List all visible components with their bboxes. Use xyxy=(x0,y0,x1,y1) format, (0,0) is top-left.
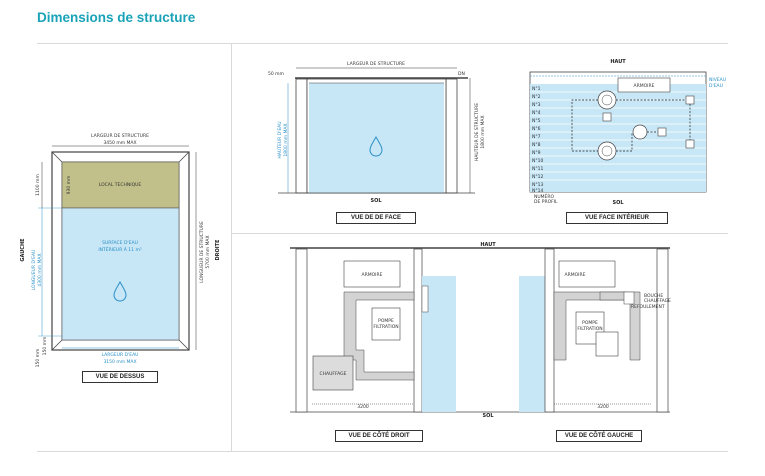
front-structure-height-1: HAUTEUR DE STRUCTURE xyxy=(474,103,480,161)
interior-row-4: N°4 xyxy=(532,110,541,116)
interior-water-level-2: D'EAU xyxy=(709,83,723,89)
right-cabinet-label: ARMOIRE xyxy=(362,272,383,278)
water-surface-label-2: INTÉRIEUR À 11 m² xyxy=(98,245,141,253)
dim-150-a: 150 mm xyxy=(42,337,48,356)
front-width-title: LARGEUR DE STRUCTURE xyxy=(347,61,405,67)
interior-row-11: N°11 xyxy=(532,166,543,172)
right-dim-label: 3200 xyxy=(357,404,369,410)
right-filter-label-1: POMPE xyxy=(378,318,394,324)
interior-row-14: N°14 xyxy=(532,188,543,194)
interior-row-12: N°12 xyxy=(532,174,543,180)
left-filter-label-2: FILTRATION xyxy=(577,326,602,332)
dim-930: 930 mm xyxy=(66,176,72,195)
water-surface-label-1: SURFACE D'EAU xyxy=(102,240,138,246)
side-top-label: HAUT xyxy=(480,242,496,248)
interior-row-1: N°1 xyxy=(532,86,541,92)
interior-top-label: HAUT xyxy=(610,59,626,65)
page-title: Dimensions de structure xyxy=(37,10,196,25)
interior-panel-number-1: NUMÉRO xyxy=(534,192,555,200)
caption-interior-view: VUE FACE INTÉRIEUR xyxy=(566,212,668,224)
interior-row-5: N°5 xyxy=(532,118,541,124)
right-heater-label: CHAUFFAGE xyxy=(320,371,347,377)
front-water-height-1: HAUTEUR D'EAU xyxy=(277,121,283,158)
dim-150-b: 150 mm xyxy=(35,349,41,368)
left-boiler-label-2: CHAUFFAGE xyxy=(644,298,671,304)
water-length-2: 4300 mm MAX xyxy=(37,253,43,286)
interior-cabinet-label: ARMOIRE xyxy=(634,83,655,89)
right-side-label: DROITE xyxy=(215,239,221,261)
front-structure-height-2: 1800 mm MAX xyxy=(480,115,486,148)
interior-panel-number-2: DE PROFIL xyxy=(534,199,558,205)
interior-row-8: N°8 xyxy=(532,142,541,148)
top-rule xyxy=(37,43,728,44)
bottom-rule xyxy=(37,451,728,452)
caption-right-side-view: VUE DE CÔTÉ DROIT xyxy=(335,430,423,442)
water-width-1: LARGEUR D'EAU xyxy=(102,352,139,358)
top-width-title: LARGEUR DE STRUCTURE xyxy=(91,133,149,139)
local-technique-label: LOCAL TECHNIQUE xyxy=(99,182,142,188)
front-floor-label: SOL xyxy=(370,198,382,204)
interior-view: N°1 N°2 N°3 N°4 N°5 N°6 N°7 N°8 N°9 N°10… xyxy=(529,59,726,206)
caption-top-view: VUE DE DESSUS xyxy=(82,371,158,383)
interior-floor-label: SOL xyxy=(612,200,624,206)
top-width-value: 3450 mm MAX xyxy=(103,140,136,146)
left-side-view: ARMOIRE POMPE FILTRATION BOUCHE CHAUFFAG… xyxy=(519,248,671,413)
interior-row-13: N°13 xyxy=(532,182,543,188)
water-length-1: LONGUEUR D'EAU xyxy=(31,250,37,291)
side-views: HAUT SOL ARMOIRE POMPE FILTRATION CHAUFF… xyxy=(290,242,671,419)
caption-front-view: VUE DE DE FACE xyxy=(336,212,416,224)
caption-left-side-view: VUE DE CÔTÉ GAUCHE xyxy=(556,430,642,442)
front-water-height-2: 1800 mm MAX xyxy=(283,123,289,156)
top-view: LARGEUR DE STRUCTURE 3450 mm MAX LOCAL T… xyxy=(20,133,221,367)
left-cabinet-label: ARMOIRE xyxy=(565,272,586,278)
left-boiler-label-3: REFOULEMENT xyxy=(631,304,665,310)
front-dim-left: 50 mm xyxy=(268,71,284,77)
structure-length-1: LONGUEUR DE STRUCTURE xyxy=(199,221,205,283)
interior-row-7: N°7 xyxy=(532,134,541,140)
interior-row-3: N°3 xyxy=(532,102,541,108)
left-filter-label-1: POMPE xyxy=(582,320,598,326)
dim-1100: 1100 mm xyxy=(35,174,41,196)
front-dim-right: DN xyxy=(458,71,465,77)
interior-row-6: N°6 xyxy=(532,126,541,132)
side-floor-label: SOL xyxy=(482,413,494,419)
interior-row-9: N°9 xyxy=(532,150,541,156)
left-boiler-label-1: BOUCHE xyxy=(644,293,663,299)
left-side-label: GAUCHE xyxy=(20,238,26,262)
water-width-2: 3150 mm MAX xyxy=(103,359,136,365)
left-dim-label: 3200 xyxy=(597,404,609,410)
right-side-view: ARMOIRE POMPE FILTRATION CHAUFFAGE 3200 xyxy=(295,248,456,413)
structure-length-2: 5700 mm MAX xyxy=(205,235,211,268)
interior-row-2: N°2 xyxy=(532,94,541,100)
front-view: LARGEUR DE STRUCTURE 50 mm DN HAUTEUR D'… xyxy=(268,61,486,204)
right-filter-label-2: FILTRATION xyxy=(373,324,398,330)
vertical-divider xyxy=(231,43,232,451)
interior-row-10: N°10 xyxy=(532,158,543,164)
interior-water-level-1: NIVEAU xyxy=(709,77,726,83)
horizontal-divider xyxy=(231,233,728,234)
